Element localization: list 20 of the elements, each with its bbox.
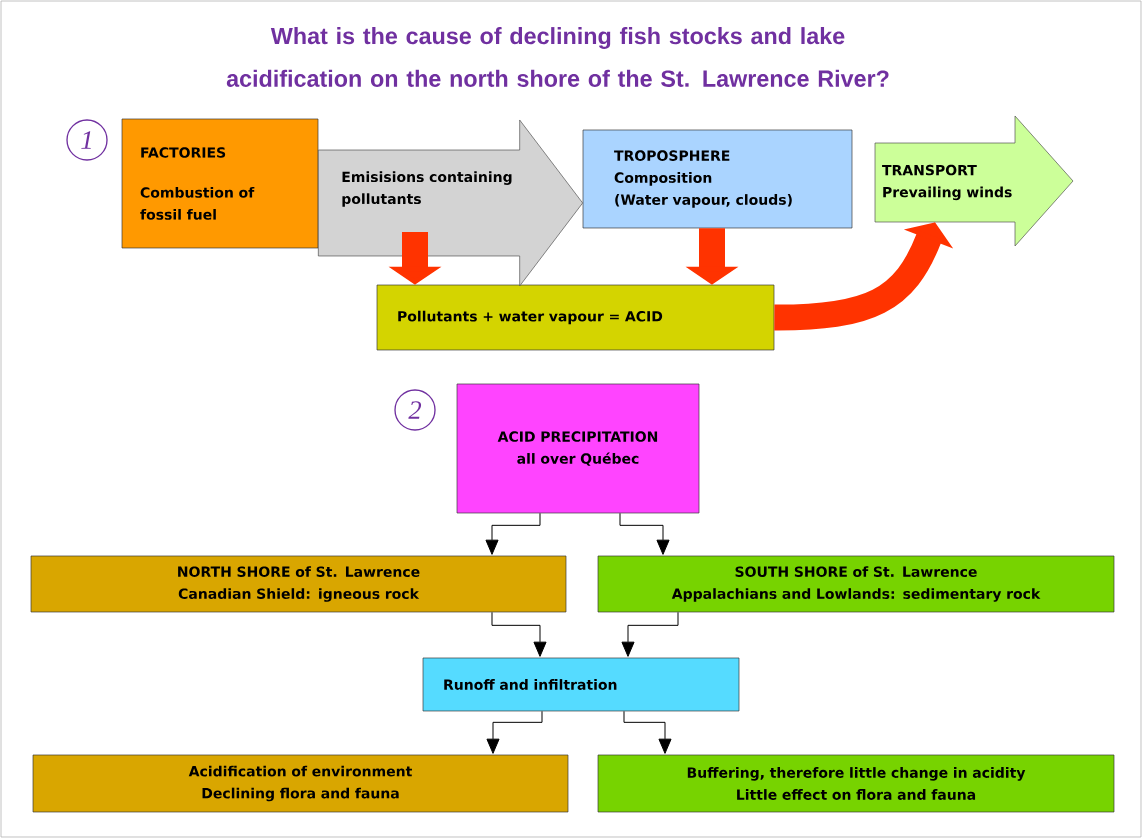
arrow <box>623 710 672 754</box>
process-box: NORTH SHORE of St. Lawrence Canadian Shield: igneous rock <box>30 555 567 613</box>
process-box: SOUTH SHORE of St. Lawrence Appalachians and Lowlands: sedimentary rock <box>597 555 1115 613</box>
arrow <box>619 512 670 555</box>
process-box: FACTORIES Combustion of fossil fuel <box>121 118 319 249</box>
block-arrow <box>318 119 583 287</box>
arrow <box>485 512 541 555</box>
callout-number: 1 <box>66 119 108 161</box>
arrow <box>621 611 679 657</box>
callout-number: 2 <box>394 389 436 431</box>
process-box: ACID PRECIPITATION all over Québec <box>456 383 700 514</box>
process-box: Runoff and infiltration <box>422 657 740 712</box>
arrow <box>486 710 543 754</box>
title: What is the cause of declining fish stocks and lake acidification on the north shore of the St. Lawrence River? <box>226 27 889 87</box>
arrow <box>491 611 547 657</box>
edge-label: Emisisions containing pollutants <box>342 171 512 207</box>
process-box: TROPOSPHERE Composition (Water vapour, clouds) <box>582 129 853 229</box>
process-box: Pollutants + water vapour = ACID <box>376 284 775 351</box>
process-box: Buffering, therefore little change in acidity Little effect on flora and fauna <box>597 754 1115 813</box>
process-box: Acidification of environment Declining flora and fauna <box>32 754 569 813</box>
